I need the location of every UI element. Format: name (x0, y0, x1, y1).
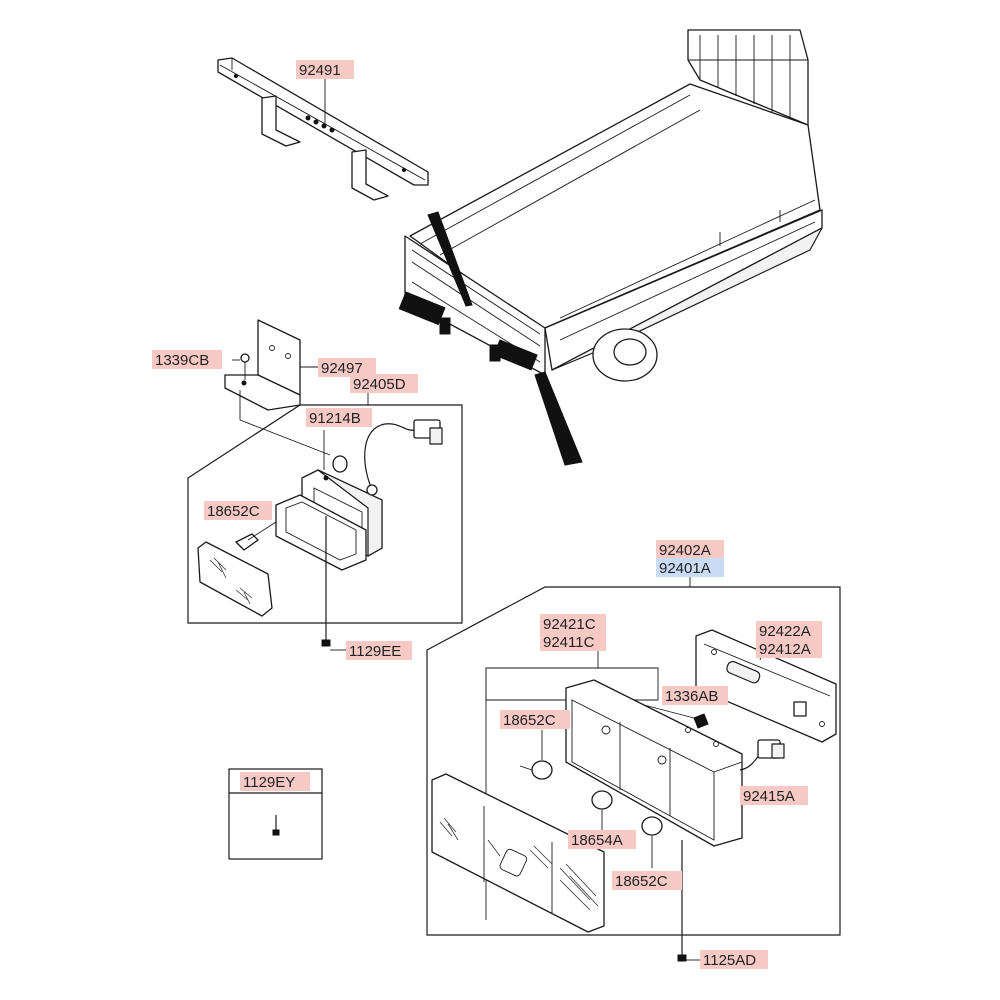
svg-text:92412A: 92412A (759, 641, 811, 658)
bracket-92497 (224, 319, 318, 411)
svg-text:18652C: 18652C (503, 712, 556, 729)
svg-text:92402A: 92402A (659, 542, 711, 559)
svg-text:1339CB: 1339CB (155, 352, 209, 369)
label-18652C-lower: 18652C (612, 871, 682, 890)
label-1129EY: 1129EY (240, 772, 310, 791)
label-92402A: 92402A (656, 540, 724, 559)
svg-text:92421C: 92421C (543, 616, 596, 633)
label-18654A: 18654A (568, 830, 636, 849)
box-92405D (187, 390, 463, 651)
svg-text:18654A: 18654A (571, 832, 623, 849)
label-92415A: 92415A (740, 786, 808, 805)
label-92411C: 92411C (540, 632, 606, 651)
svg-text:92422A: 92422A (759, 623, 811, 640)
label-92401A: 92401A (656, 558, 724, 577)
label-91214B: 91214B (306, 408, 372, 427)
label-1129EE: 1129EE (346, 641, 412, 660)
label-92491: 92491 (296, 60, 354, 79)
label-18652C-upper: 18652C (500, 710, 570, 729)
svg-text:18652C: 18652C (615, 873, 668, 890)
bracket-92491 (217, 57, 429, 201)
label-1339CB: 1339CB (152, 350, 222, 369)
label-92421C: 92421C (540, 614, 606, 633)
label-92412A: 92412A (756, 639, 822, 658)
truck-illustration (398, 29, 823, 466)
svg-text:1129EE: 1129EE (349, 643, 401, 660)
svg-text:18652C: 18652C (207, 503, 260, 520)
box-92402A (426, 576, 841, 962)
label-92422A: 92422A (756, 621, 822, 640)
svg-text:92405D: 92405D (353, 376, 406, 393)
svg-text:1336AB: 1336AB (665, 688, 718, 705)
svg-text:1125AD: 1125AD (703, 952, 756, 969)
box-1129EY (228, 768, 323, 860)
svg-text:1129EY: 1129EY (243, 774, 295, 791)
svg-text:92497: 92497 (321, 360, 363, 377)
svg-text:92491: 92491 (299, 62, 341, 79)
label-92405D: 92405D (350, 374, 418, 393)
label-1125AD: 1125AD (700, 950, 768, 969)
svg-text:92401A: 92401A (659, 560, 711, 577)
svg-text:92415A: 92415A (743, 788, 795, 805)
label-18652C-left: 18652C (204, 501, 272, 520)
svg-text:91214B: 91214B (309, 410, 361, 427)
label-1336AB: 1336AB (662, 686, 728, 705)
label-92497: 92497 (318, 358, 376, 377)
svg-text:92411C: 92411C (543, 634, 595, 651)
